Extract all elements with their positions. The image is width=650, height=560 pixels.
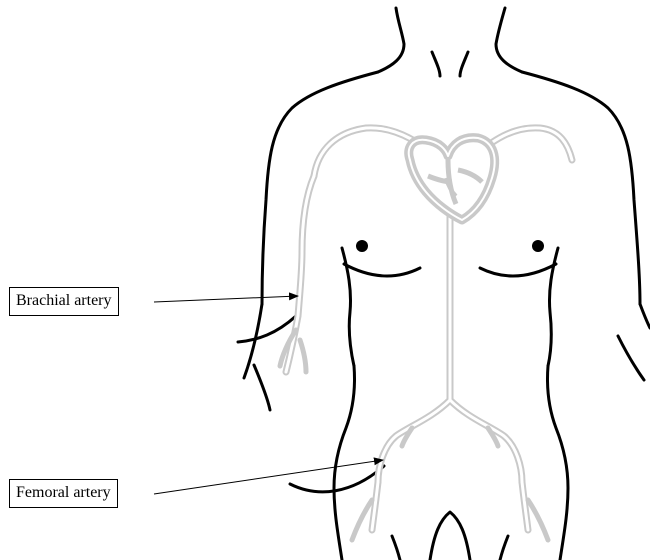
brachial-branch-b	[300, 340, 306, 372]
heart	[409, 138, 495, 220]
right-nipple	[532, 240, 544, 252]
left-thigh-inner	[392, 536, 400, 560]
femoral-branch-left	[352, 500, 372, 540]
right-shoulder	[522, 72, 640, 304]
arm-cuff	[238, 316, 296, 342]
left-waist	[334, 366, 355, 560]
leg-cuff	[290, 466, 384, 492]
brachial-leader-line	[154, 296, 298, 302]
neck-right	[496, 8, 522, 72]
brachial-artery-label: Brachial artery	[9, 287, 119, 316]
iliac-left	[378, 400, 450, 482]
left-pec	[344, 264, 420, 276]
left-shoulder	[262, 72, 378, 304]
right-pec	[480, 264, 556, 276]
left-nipple	[356, 240, 368, 252]
neck-left	[378, 8, 404, 72]
femoral-artery-label: Femoral artery	[9, 479, 118, 508]
femoral-branch-right	[528, 500, 548, 540]
left-arm-inner	[254, 365, 270, 410]
crotch	[430, 512, 470, 560]
iliac-right	[450, 400, 522, 482]
right-arm-outer	[640, 304, 650, 328]
right-thigh-inner	[500, 536, 508, 560]
throat-left	[432, 52, 440, 76]
throat-right	[460, 52, 468, 76]
right-arm-inner	[618, 336, 644, 380]
right-waist	[547, 366, 568, 560]
